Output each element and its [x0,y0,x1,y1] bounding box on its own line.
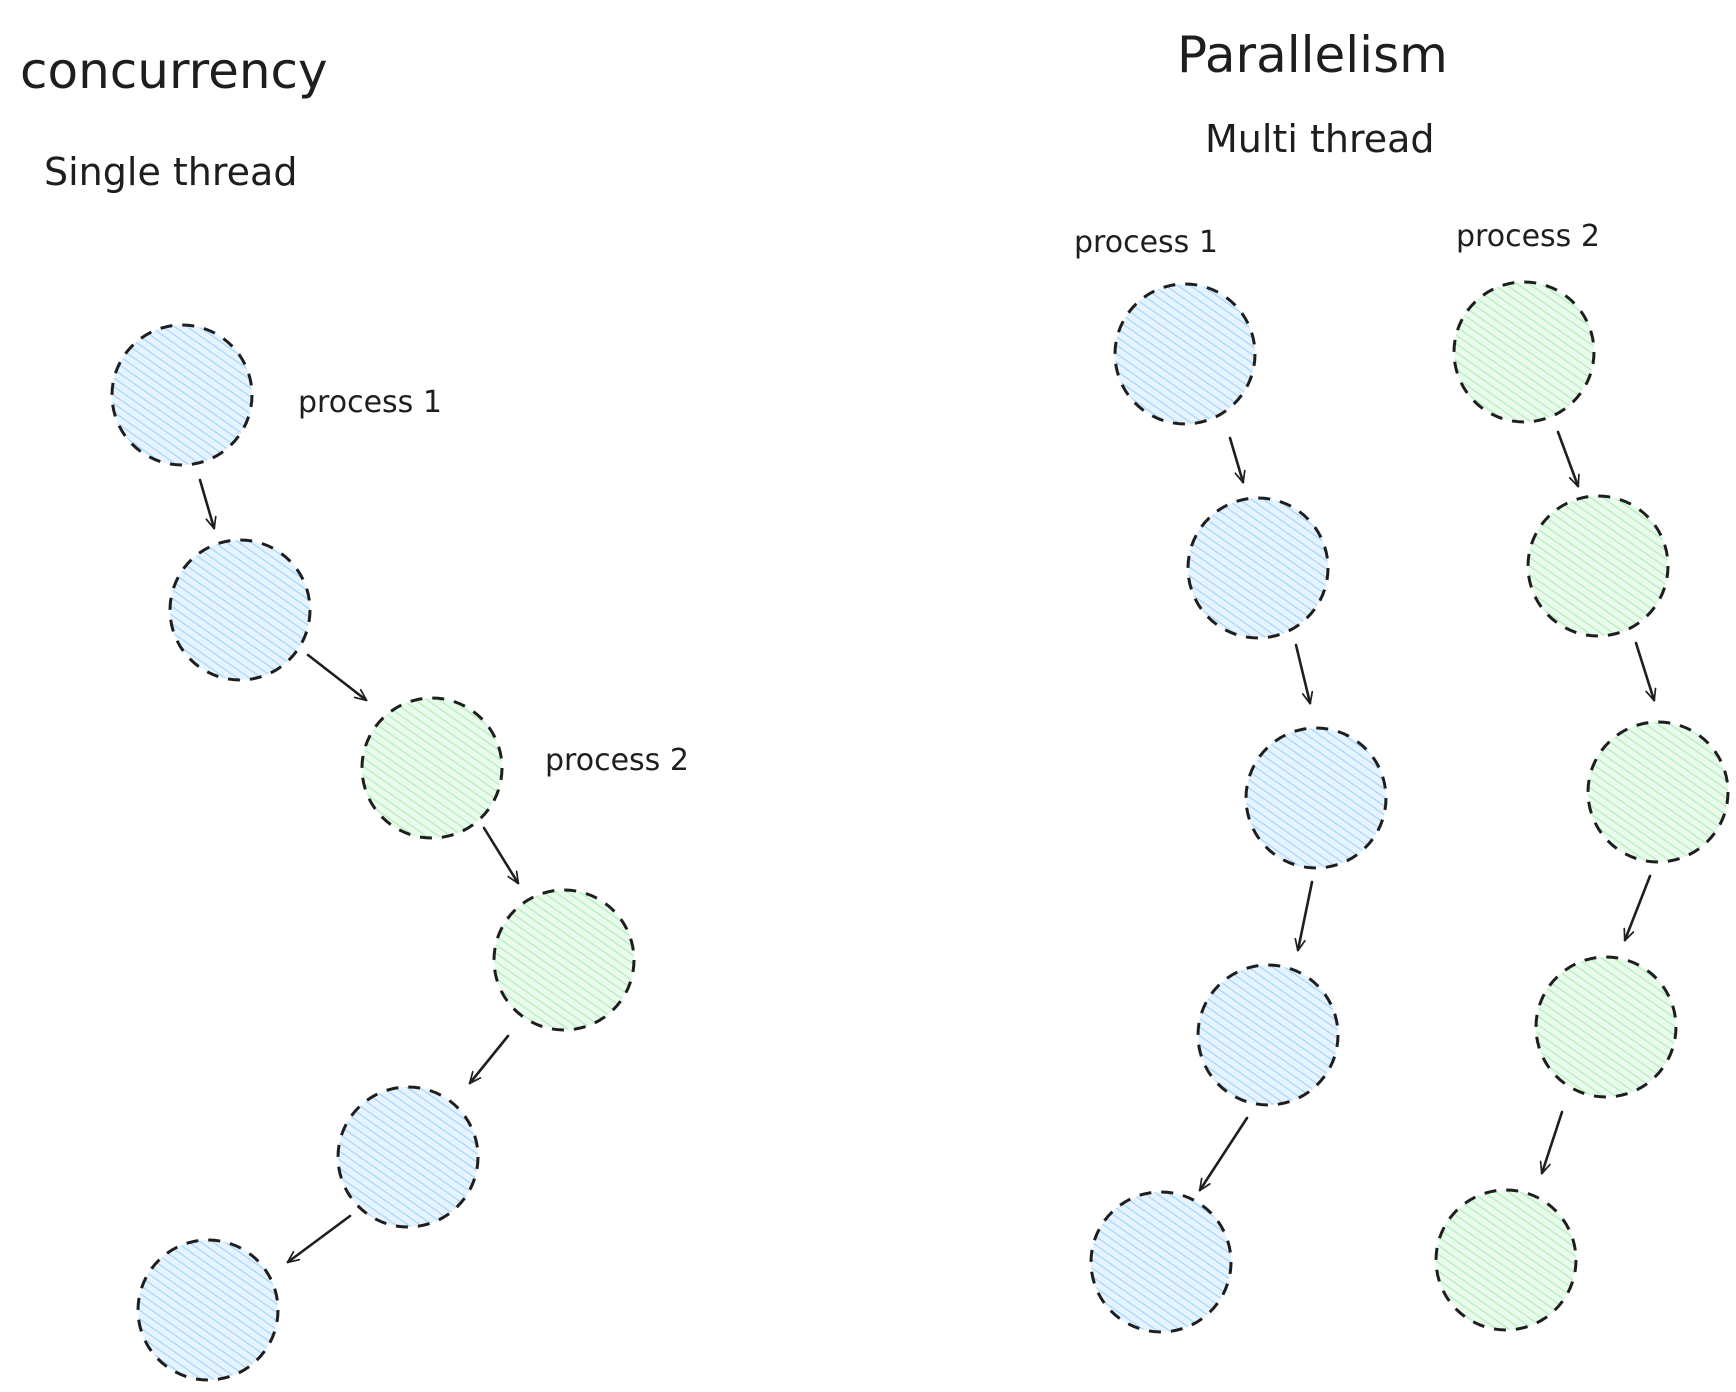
parallel-p1-node-5 [1089,1190,1233,1334]
parallelism-subtitle: Multi thread [1205,117,1435,161]
concurrency-title: concurrency [20,42,328,100]
parallel-p1-arrow-2 [1294,643,1314,705]
concurrency-process1-label: process 1 [298,385,442,420]
concurrency-subtitle: Single thread [44,150,297,194]
parallelism-title: Parallelism [1177,26,1448,84]
parallel-p2-arrow-4 [1539,1110,1564,1175]
concurrency-process2-label: process 2 [545,743,689,778]
concurrency-section: concurrency Single thread process 1 proc… [20,42,689,1382]
concurrency-node-6-process1 [136,1238,280,1382]
parallel-p2-node-3 [1586,720,1730,864]
parallel-p2-node-5 [1434,1188,1578,1332]
parallel-p2-arrow-2 [1634,641,1657,702]
parallel-p1-arrow-3 [1294,880,1314,952]
concurrency-node-5-process1 [336,1085,480,1229]
parallelism-process2-label: process 2 [1456,219,1600,254]
concurrency-node-3-process2 [360,696,504,840]
parallel-p1-arrow-4 [1198,1116,1249,1192]
concurrency-node-1-process1 [110,323,254,467]
concurrency-arrow-5 [286,1214,352,1264]
parallelism-section: Parallelism Multi thread process 1 proce… [1074,26,1730,1334]
parallelism-process1-label: process 1 [1074,225,1218,260]
concurrency-node-2-process1 [168,538,312,682]
parallel-p1-node-2 [1186,496,1330,640]
parallel-p2-arrow-1 [1556,430,1580,488]
parallel-p1-node-1 [1113,282,1257,426]
concurrency-arrow-4 [468,1034,510,1085]
concurrency-arrow-1 [198,478,217,530]
parallel-p2-node-1 [1452,280,1596,424]
parallel-p2-arrow-3 [1623,874,1652,942]
concurrency-arrow-3 [482,826,520,885]
parallel-p1-arrow-1 [1228,436,1246,484]
parallel-p1-node-4 [1196,963,1340,1107]
concurrency-node-4-process2 [492,888,636,1032]
concurrency-arrow-2 [306,653,368,702]
parallel-p2-node-2 [1526,494,1670,638]
parallel-p1-node-3 [1244,726,1388,870]
parallel-p2-node-4 [1534,955,1678,1099]
